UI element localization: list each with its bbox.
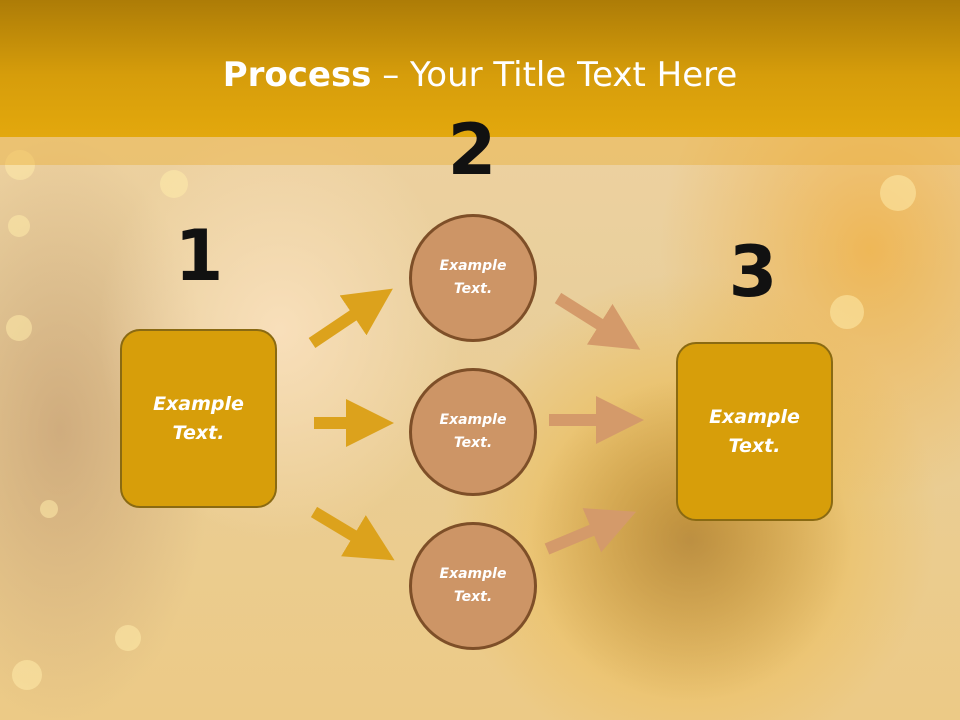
step-number-3: 3 bbox=[728, 231, 778, 313]
circle-bottom-line1: Example bbox=[439, 566, 507, 582]
title-bar-band bbox=[0, 137, 960, 165]
step-number-2: 2 bbox=[447, 109, 497, 191]
right-box-line1: Example bbox=[709, 405, 800, 428]
process-circle-bottom: Example Text. bbox=[409, 522, 537, 650]
right-process-box: Example Text. bbox=[676, 342, 833, 521]
circle-middle-text: Example Text. bbox=[418, 409, 528, 455]
arrow-right-up bbox=[554, 292, 641, 350]
circle-top-line2: Text. bbox=[453, 281, 493, 297]
process-circle-middle: Example Text. bbox=[409, 368, 537, 496]
slide-title: Process – Your Title Text Here bbox=[0, 52, 960, 98]
title-bar bbox=[0, 0, 960, 137]
bokeh-light bbox=[880, 175, 916, 211]
left-process-box-text: Example Text. bbox=[144, 390, 254, 448]
circle-middle-line2: Text. bbox=[453, 435, 493, 451]
bokeh-light bbox=[8, 215, 30, 237]
step-number-1: 1 bbox=[174, 215, 224, 297]
bokeh-light bbox=[115, 625, 141, 651]
circle-middle-line1: Example bbox=[439, 412, 507, 428]
right-box-line2: Text. bbox=[728, 434, 781, 457]
arrow-left-down bbox=[310, 506, 395, 561]
bokeh-light bbox=[40, 500, 58, 518]
bokeh-light bbox=[12, 660, 42, 690]
circle-bottom-line2: Text. bbox=[453, 589, 493, 605]
left-box-line2: Text. bbox=[172, 421, 225, 444]
left-process-box: Example Text. bbox=[120, 329, 277, 508]
slide-title-rest: – Your Title Text Here bbox=[371, 55, 738, 95]
slide-title-bold: Process bbox=[222, 55, 372, 95]
circle-top-line1: Example bbox=[439, 258, 507, 274]
bokeh-light bbox=[5, 150, 35, 180]
circle-top-text: Example Text. bbox=[418, 255, 528, 301]
process-circle-top: Example Text. bbox=[409, 214, 537, 342]
bokeh-light bbox=[160, 170, 188, 198]
right-process-box-text: Example Text. bbox=[700, 403, 810, 461]
arrow-left-up bbox=[308, 288, 393, 348]
arrow-right-down bbox=[544, 508, 637, 555]
circle-bottom-text: Example Text. bbox=[418, 563, 528, 609]
left-box-line1: Example bbox=[153, 392, 244, 415]
bokeh-light bbox=[830, 295, 864, 329]
bokeh-light bbox=[6, 315, 32, 341]
